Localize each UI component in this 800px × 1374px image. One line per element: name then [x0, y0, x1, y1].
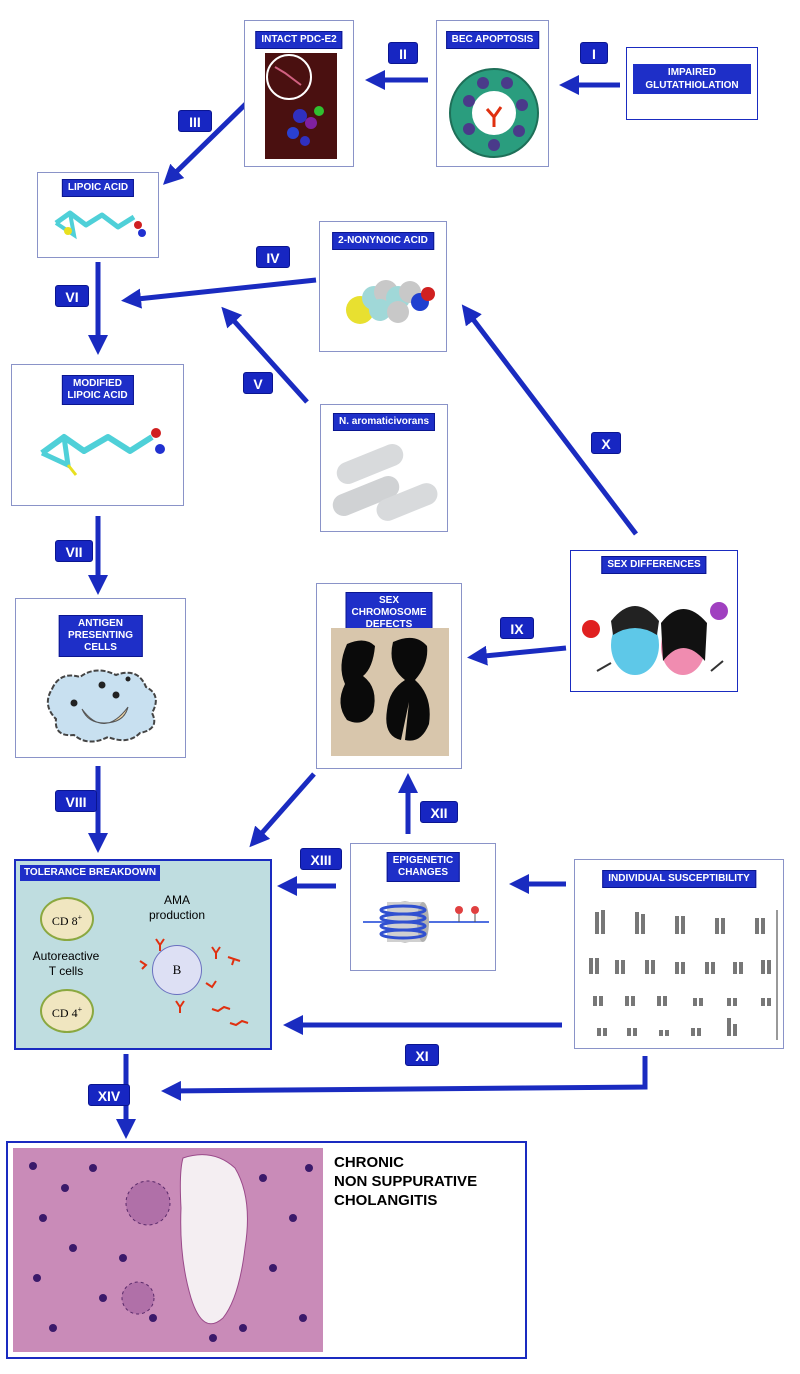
- bec-apoptosis-image: [449, 68, 539, 158]
- label-xii: XII: [420, 801, 458, 823]
- arrow-ix: [467, 645, 567, 666]
- label-ii: II: [388, 42, 418, 64]
- n-aromaticivorans-label: N. aromaticivorans: [332, 413, 436, 431]
- karyotype-image: [589, 910, 778, 1040]
- nonynoic-acid-image: [346, 280, 435, 324]
- sex-differences-label: SEX DIFFERENCES: [601, 556, 707, 574]
- arrow-v: [221, 306, 309, 404]
- sex-differences-image: [582, 602, 728, 675]
- autoreactive-t-cells-text: Autoreactive T cells: [32, 949, 100, 978]
- box-antigen-presenting-cells: ANTIGEN PRESENTING CELLS: [15, 598, 186, 758]
- ama-production-text: AMA production: [148, 893, 206, 922]
- modified-lipoic-acid-label: MODIFIED LIPOIC ACID: [61, 375, 134, 405]
- n-aromaticivorans-image: [332, 444, 438, 521]
- individual-susceptibility-label: INDIVIDUAL SUSCEPTIBILITY: [602, 870, 756, 888]
- box-sex-differences: SEX DIFFERENCES: [570, 550, 738, 692]
- label-x: X: [591, 432, 621, 454]
- box-intact-pdc-e2: INTACT PDC-E2: [244, 20, 354, 167]
- label-vii: VII: [55, 540, 93, 562]
- cd8-sup: +: [77, 913, 83, 922]
- epigenetic-changes-label: EPIGENETIC CHANGES: [386, 852, 460, 882]
- box-tolerance-breakdown: TOLERANCE BREAKDOWN CD 8+ Autoreactive T…: [14, 859, 272, 1050]
- box-bec-apoptosis: BEC APOPTOSIS: [436, 20, 549, 167]
- histology-image: [13, 1148, 323, 1352]
- outcome-text: CHRONIC NON SUPPURATIVE CHOLANGITIS: [334, 1154, 478, 1209]
- label-v: V: [243, 372, 273, 394]
- label-i: I: [580, 42, 608, 64]
- modified-lipoic-acid-image: [40, 428, 165, 476]
- arrow-sexdefect-to-tolerance: [249, 772, 316, 848]
- arrow-x: [461, 304, 638, 536]
- cd4-cell: CD 4+: [40, 989, 94, 1033]
- tolerance-breakdown-label: TOLERANCE BREAKDOWN: [20, 865, 161, 881]
- label-xiii: XIII: [300, 848, 342, 870]
- box-individual-susceptibility: INDIVIDUAL SUSCEPTIBILITY: [574, 859, 784, 1049]
- arrow-indiv-to-outcome: [161, 1056, 648, 1101]
- cd4-text: CD 4: [51, 1006, 78, 1020]
- label-xiv: XIV: [88, 1084, 130, 1106]
- box-epigenetic-changes: EPIGENETIC CHANGES: [350, 843, 496, 971]
- box-nonynoic-acid: 2-NONYNOIC ACID: [319, 221, 447, 352]
- impaired-glutathiolation-label: IMPAIRED GLUTATHIOLATION: [633, 64, 751, 94]
- epigenetic-image: [363, 901, 489, 943]
- box-modified-lipoic-acid: MODIFIED LIPOIC ACID: [11, 364, 184, 506]
- antibodies-image: [139, 938, 249, 1027]
- cd8-cell: CD 8+: [40, 897, 94, 941]
- b-cell-text: B: [172, 962, 182, 977]
- nonynoic-acid-label: 2-NONYNOIC ACID: [332, 232, 434, 250]
- label-iii: III: [178, 110, 212, 132]
- b-cell: B: [152, 945, 202, 995]
- label-viii: VIII: [55, 790, 97, 812]
- label-iv: IV: [256, 246, 290, 268]
- bec-apoptosis-label: BEC APOPTOSIS: [445, 31, 540, 49]
- label-ix: IX: [500, 617, 534, 639]
- box-sex-chromosome-defects: SEX CHROMOSOME DEFECTS: [316, 583, 462, 769]
- apc-image: [46, 669, 157, 743]
- intact-pdc-e2-label: INTACT PDC-E2: [255, 31, 343, 49]
- sex-chromosome-defects-label: SEX CHROMOSOME DEFECTS: [345, 592, 433, 634]
- label-vi: VI: [55, 285, 89, 307]
- lipoic-acid-image: [54, 210, 146, 240]
- box-n-aromaticivorans: N. aromaticivorans: [320, 404, 448, 532]
- box-outcome: CHRONIC NON SUPPURATIVE CHOLANGITIS: [6, 1141, 527, 1359]
- sex-chromosome-image: [331, 628, 449, 756]
- arrow-iv: [121, 277, 317, 309]
- label-xi: XI: [405, 1044, 439, 1066]
- intact-pdc-e2-image: [265, 53, 337, 159]
- box-impaired-glutathiolation: IMPAIRED GLUTATHIOLATION: [626, 47, 758, 120]
- antigen-presenting-cells-label: ANTIGEN PRESENTING CELLS: [58, 615, 143, 657]
- lipoic-acid-label: LIPOIC ACID: [61, 179, 135, 197]
- cd8-text: CD 8: [51, 914, 78, 928]
- box-lipoic-acid: LIPOIC ACID: [37, 172, 159, 258]
- cd4-sup: +: [77, 1005, 83, 1014]
